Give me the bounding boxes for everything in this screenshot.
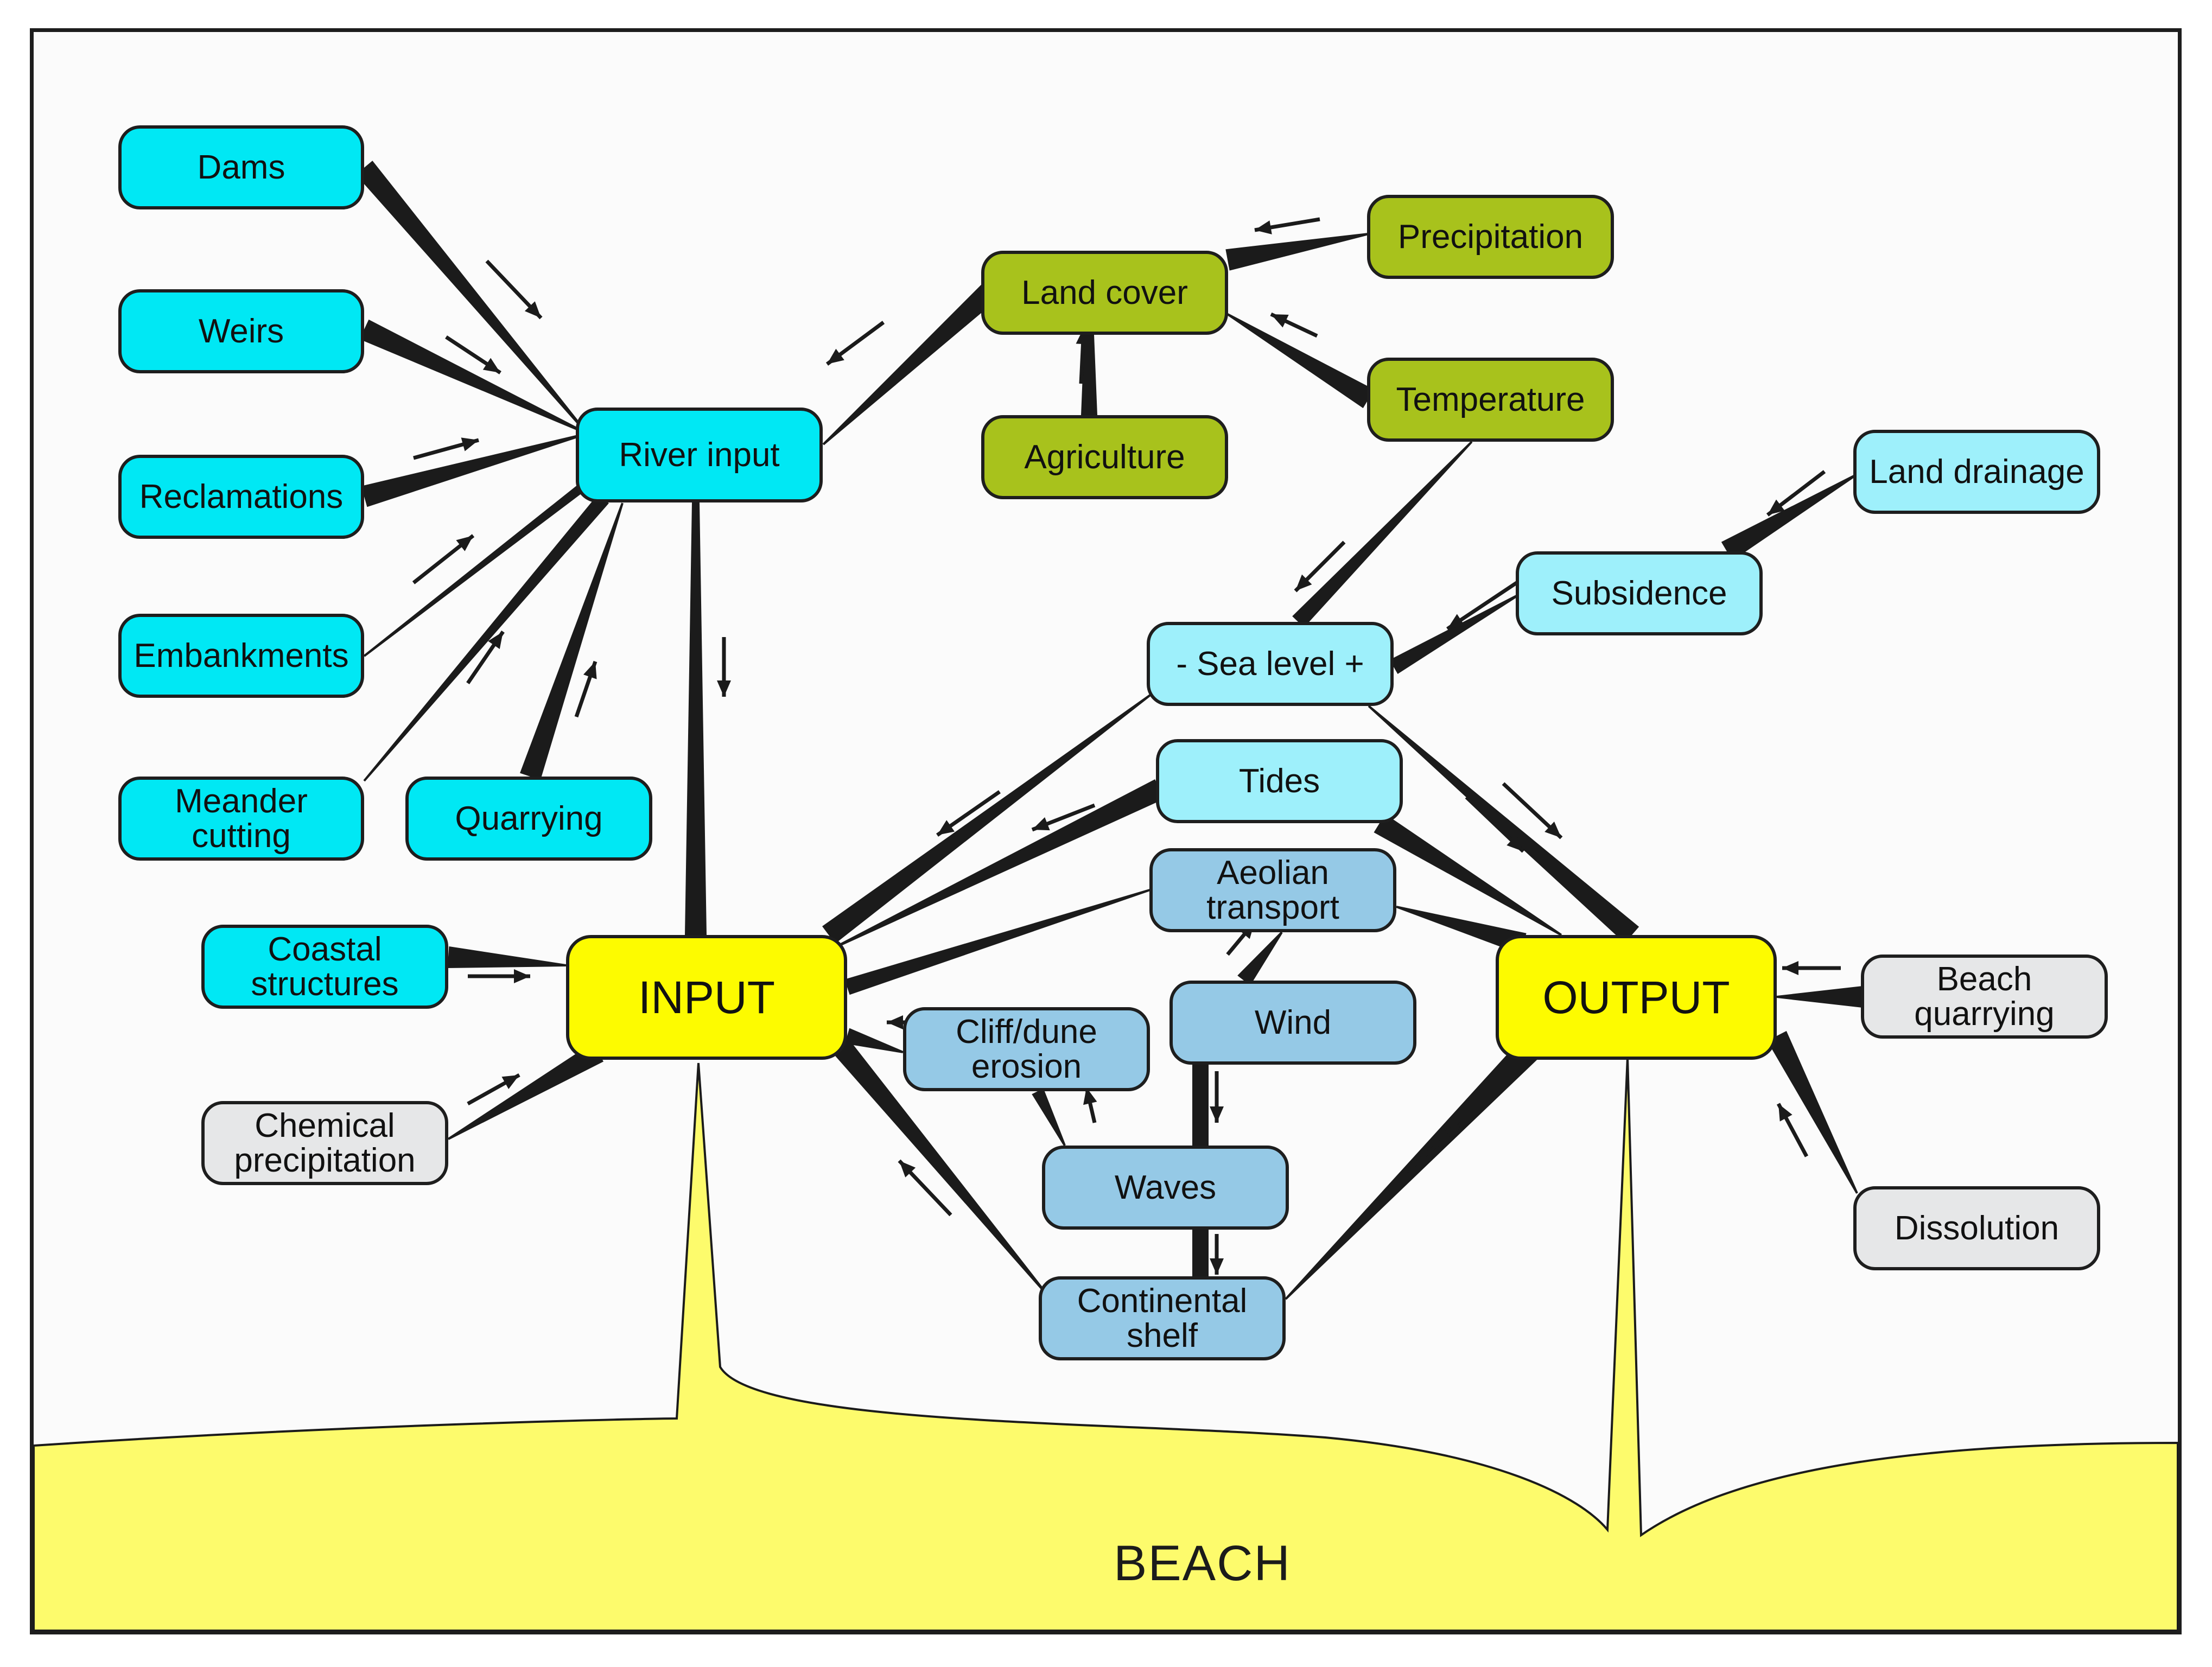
connector-chemical-precipitation [447, 1042, 604, 1140]
connector-land-drainage [1721, 473, 1858, 561]
connector-beach-quarrying [1777, 986, 1863, 1008]
connector-waves-shelf [1192, 1230, 1209, 1276]
connector-river-input [685, 502, 707, 935]
temperature-node: Temperature [1367, 358, 1614, 442]
river-input-node: River input [576, 408, 823, 502]
arrow-shelf-input [898, 1159, 952, 1217]
connector-tides-output [1374, 813, 1562, 936]
arrow-dissolution [1776, 1103, 1809, 1157]
connector-waves-cliff [1032, 1088, 1066, 1146]
connector-weirs [359, 319, 588, 435]
coastal-structures-node: Coastal structures [201, 925, 448, 1009]
reclamations-node: Reclamations [118, 455, 364, 539]
connector-dissolution [1767, 1030, 1858, 1194]
connector-aeolian-output [1396, 906, 1527, 955]
input-node: INPUT [566, 935, 847, 1060]
weirs-node: Weirs [118, 289, 364, 373]
wind-node: Wind [1169, 981, 1416, 1065]
tides-node: Tides [1156, 739, 1403, 823]
agriculture-node: Agriculture [981, 415, 1228, 499]
connector-sea-level-output [1368, 705, 1639, 944]
arrow-temperature [1270, 312, 1318, 338]
arrow-quarrying [574, 660, 598, 718]
dissolution-node: Dissolution [1853, 1186, 2100, 1270]
arrow-agriculture [1076, 327, 1090, 384]
arrow-land-drainage [1766, 470, 1826, 517]
arrow-dams [485, 259, 543, 320]
arrow-land-cover [825, 321, 885, 366]
connector-sea-level-input [822, 693, 1153, 944]
arrow-embankments [412, 534, 475, 584]
arrow-temperature-sea-level [1294, 540, 1346, 593]
arrow-beach-quarrying [1782, 961, 1841, 975]
arrow-sea-level-output [1502, 782, 1563, 839]
land-cover-node: Land cover [981, 251, 1228, 335]
output-node: OUTPUT [1496, 935, 1777, 1060]
connector-aeolian-input [844, 888, 1152, 995]
land-drainage-node: Land drainage [1853, 430, 2100, 514]
connector-agriculture [1081, 335, 1097, 415]
waves-node: Waves [1042, 1146, 1289, 1230]
arrow-tides-input [1031, 803, 1096, 832]
arrow-sea-level-input [936, 790, 1001, 837]
arrow-reclamations [413, 437, 479, 460]
dams-node: Dams [118, 125, 364, 209]
connector-temperature-sea-level [1292, 441, 1473, 628]
precipitation-node: Precipitation [1367, 195, 1614, 279]
subsidence-node: Subsidence [1516, 551, 1763, 635]
meander-cutting-node: Meander cutting [118, 777, 364, 861]
arrow-precipitation [1254, 217, 1320, 234]
diagram-frame: Dams Weirs Reclamations Embankments Mean… [30, 28, 2182, 1634]
connector-wind-aeolian [1237, 931, 1283, 986]
connector-shelf-input [828, 1034, 1050, 1297]
connector-layer [355, 161, 1863, 1300]
continental-shelf-node: Continental shelf [1039, 1276, 1286, 1360]
connector-embankments [363, 473, 599, 657]
arrow-chemical-precipitation [467, 1073, 520, 1106]
arrow-weirs [445, 335, 501, 374]
arrow-coastal-structures [468, 969, 530, 983]
sea-level-node: - Sea level + [1147, 622, 1394, 706]
arrow-waves-cliff [1083, 1087, 1097, 1123]
arrow-shelf-output [1405, 1122, 1463, 1173]
connector-reclamations [361, 432, 588, 507]
embankments-node: Embankments [118, 614, 364, 698]
connector-land-cover-river [822, 284, 996, 446]
diagram-canvas [34, 161, 2178, 1631]
beach-shape [34, 1057, 2178, 1631]
arrow-waves-shelf [1210, 1234, 1224, 1275]
connector-dams [355, 161, 588, 435]
arrow-wind-waves [1210, 1071, 1224, 1123]
arrow-tides-output [1465, 796, 1525, 853]
connector-tides-input [831, 779, 1165, 950]
connector-meander-cutting [363, 494, 609, 782]
connector-coastal-structures [447, 946, 567, 968]
connector-quarrying [520, 502, 624, 780]
connector-wind-waves [1192, 1065, 1209, 1146]
arrow-river-input [717, 637, 731, 697]
connector-subsidence [1389, 593, 1521, 674]
cliff-dune-erosion-node: Cliff/dune erosion [903, 1007, 1150, 1091]
beach-label: BEACH [1114, 1536, 1291, 1591]
arrow-subsidence [1446, 578, 1522, 631]
connector-precipitation [1225, 233, 1369, 271]
chemical-precipitation-node: Chemical precipitation [201, 1101, 448, 1185]
quarrying-node: Quarrying [405, 777, 652, 861]
connector-cliff-input [844, 1028, 904, 1053]
beach-quarrying-node: Beach quarrying [1861, 955, 2108, 1039]
aeolian-transport-node: Aeolian transport [1149, 848, 1396, 932]
arrow-layer [412, 217, 1841, 1275]
connector-temperature [1226, 313, 1375, 409]
arrow-meander-cutting [466, 631, 505, 684]
